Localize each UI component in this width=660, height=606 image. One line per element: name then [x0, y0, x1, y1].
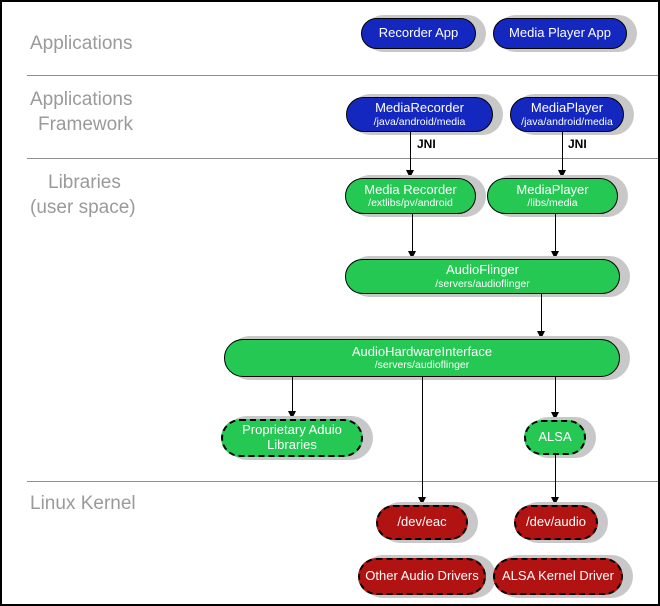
node-other-audio-drivers: Other Audio Drivers	[358, 558, 486, 595]
divider-framework-libraries	[27, 158, 658, 159]
node-dev-audio: /dev/audio	[514, 505, 598, 540]
layer-label-applications: Applications	[30, 33, 133, 54]
node-alsa-kernel-driver: ALSA Kernel Driver	[493, 558, 623, 595]
connector-mediaplayer-jni	[562, 132, 563, 171]
connector-mediarecorder-jni	[410, 132, 411, 171]
node-title: Proprietary Aduio Libraries	[242, 422, 342, 452]
arrowhead	[537, 331, 545, 339]
connector-player-to-audioflinger	[555, 214, 556, 252]
node-title: MediaRecorder	[375, 100, 464, 115]
node-alsa: ALSA	[524, 420, 586, 455]
node-title: /dev/eac	[397, 514, 447, 530]
node-subtitle: /java/android/media	[521, 115, 613, 128]
arrowhead	[408, 251, 416, 259]
node-title: AudioFlinger	[446, 262, 519, 277]
layer-label-linux-kernel: Linux Kernel	[30, 493, 136, 514]
connector-ahi-to-dev-eac	[422, 377, 423, 498]
node-title: Media Recorder	[364, 181, 457, 197]
node-media-player-app: Media Player App	[493, 18, 627, 49]
arrowhead	[558, 170, 566, 178]
connector-alsa-to-dev-audio	[555, 455, 556, 498]
layer-label-framework-line2: Framework	[38, 114, 134, 135]
node-audioflinger: AudioFlinger /servers/audioflinger	[345, 259, 620, 294]
node-audiohardwareinterface: AudioHardwareInterface /servers/audiofli…	[224, 339, 620, 377]
node-title: ALSA Kernel Driver	[502, 568, 614, 584]
node-mediaplayer-lib: MediaPlayer /libs/media	[487, 178, 618, 214]
node-subtitle: /servers/audioflinger	[435, 277, 530, 290]
node-title: Recorder App	[378, 25, 459, 41]
node-subtitle: /extlibs/pv/android	[368, 197, 453, 210]
layer-label-libraries-line2: (user space)	[30, 197, 136, 218]
node-title: Other Audio Drivers	[365, 568, 479, 584]
jni-label-right: JNI	[568, 137, 587, 151]
node-subtitle: /libs/media	[527, 197, 578, 210]
node-title: ALSA	[538, 429, 572, 445]
node-subtitle: /java/android/media	[373, 115, 466, 128]
arrowhead	[406, 170, 414, 178]
arrowhead	[551, 412, 559, 420]
connector-ahi-to-alsa	[555, 377, 556, 413]
connector-audioflinger-to-ahi	[541, 294, 542, 332]
node-mediarecorder-framework: MediaRecorder /java/android/media	[346, 97, 493, 132]
arrowhead	[551, 497, 559, 505]
node-recorder-app: Recorder App	[361, 18, 476, 49]
layer-label-libraries-line1: Libraries	[48, 172, 121, 193]
node-title: Media Player App	[509, 25, 611, 41]
connector-ahi-to-proprietary	[292, 377, 293, 412]
node-title: MediaPlayer	[516, 181, 589, 197]
node-title: MediaPlayer	[530, 100, 604, 115]
divider-applications-framework	[27, 75, 658, 76]
node-title: /dev/audio	[526, 514, 586, 530]
connector-recorder-to-audioflinger	[412, 214, 413, 252]
node-subtitle: /servers/audioflinger	[374, 359, 470, 372]
node-proprietary-audio-libraries: Proprietary Aduio Libraries	[221, 419, 363, 457]
arrowhead	[288, 411, 296, 419]
jni-label-left: JNI	[417, 137, 436, 151]
arrowhead	[551, 251, 559, 259]
node-mediaplayer-framework: MediaPlayer /java/android/media	[510, 97, 624, 132]
node-media-recorder-lib: Media Recorder /extlibs/pv/android	[345, 178, 476, 214]
divider-libraries-kernel	[27, 481, 658, 482]
node-dev-eac: /dev/eac	[376, 505, 468, 540]
layer-label-framework-line1: Applications	[30, 89, 133, 110]
arrowhead	[418, 497, 426, 505]
node-title: AudioHardwareInterface	[351, 343, 493, 359]
